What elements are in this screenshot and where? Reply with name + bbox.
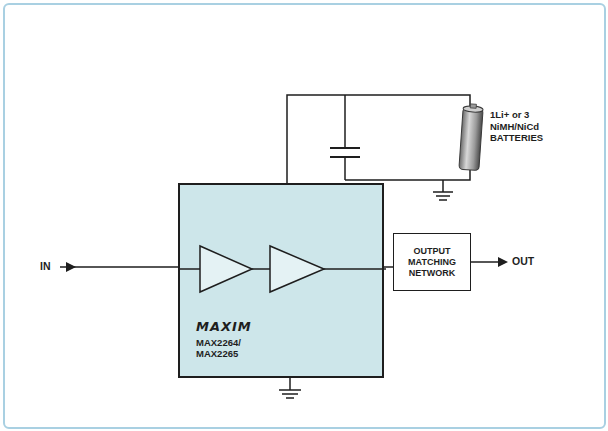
ground-symbol bbox=[433, 191, 453, 193]
amplifier-symbol bbox=[200, 246, 252, 292]
ground-wire bbox=[345, 170, 470, 180]
signal-name: OUT bbox=[512, 256, 552, 268]
input-arrowhead bbox=[66, 262, 76, 272]
capacitor-lead bbox=[344, 157, 346, 180]
signal-name: IN bbox=[40, 261, 64, 273]
output-arrowhead bbox=[498, 257, 508, 267]
ground-symbol bbox=[282, 393, 298, 395]
ground-symbol bbox=[442, 180, 444, 192]
ground-symbol bbox=[439, 199, 447, 201]
brand-logo: MAXIM bbox=[196, 319, 252, 334]
chip-box: MAXIM MAX2264/ MAX2265 bbox=[178, 183, 384, 378]
input-wire bbox=[60, 266, 178, 268]
capacitor-plate bbox=[330, 147, 360, 149]
ground-symbol bbox=[286, 397, 294, 399]
ground-symbol bbox=[289, 378, 291, 390]
battery-label: 1Li+ or 3 NiMH/NiCd BATTERIES bbox=[490, 109, 580, 144]
block-label: OUTPUT MATCHING NETWORK bbox=[397, 246, 467, 279]
signal-wire bbox=[384, 266, 393, 268]
supply-wire bbox=[287, 95, 470, 183]
ground-symbol bbox=[436, 195, 450, 197]
matching-network-box: OUTPUT MATCHING NETWORK bbox=[393, 233, 471, 291]
part-number: MAX2264/ MAX2265 bbox=[196, 337, 256, 359]
ground-symbol bbox=[279, 389, 301, 391]
capacitor-lead bbox=[344, 95, 346, 148]
output-wire bbox=[471, 261, 500, 263]
amplifier-symbol bbox=[270, 246, 324, 292]
battery-symbol bbox=[459, 103, 484, 170]
